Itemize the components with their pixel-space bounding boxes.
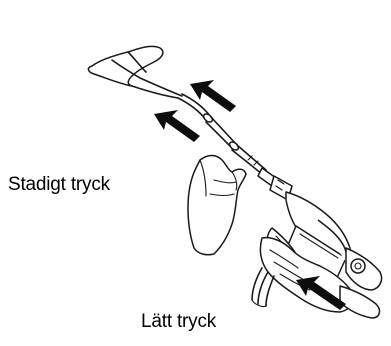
upper-hand [188, 156, 246, 255]
rest-cradle [88, 46, 182, 98]
arrow-middle [154, 110, 200, 142]
arrow-upper [190, 80, 236, 112]
light-pressure-label: Lätt tryck [141, 311, 216, 333]
firm-pressure-label: Stadigt tryck [8, 174, 110, 196]
